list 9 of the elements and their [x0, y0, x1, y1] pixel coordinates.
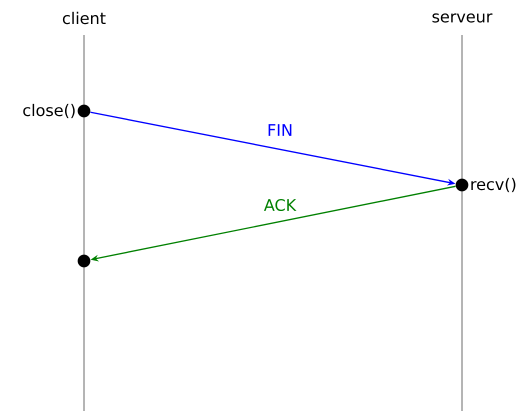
event-dot — [78, 104, 90, 118]
event-dot — [456, 178, 468, 192]
event-label: recv() — [471, 178, 516, 192]
message-label: FIN — [266, 122, 294, 138]
event-dot — [78, 254, 90, 268]
lifeline-label: client — [62, 12, 106, 24]
message-label: ACK — [262, 198, 298, 212]
lifeline-label: serveur — [432, 13, 492, 23]
event-label: close() — [23, 104, 75, 118]
